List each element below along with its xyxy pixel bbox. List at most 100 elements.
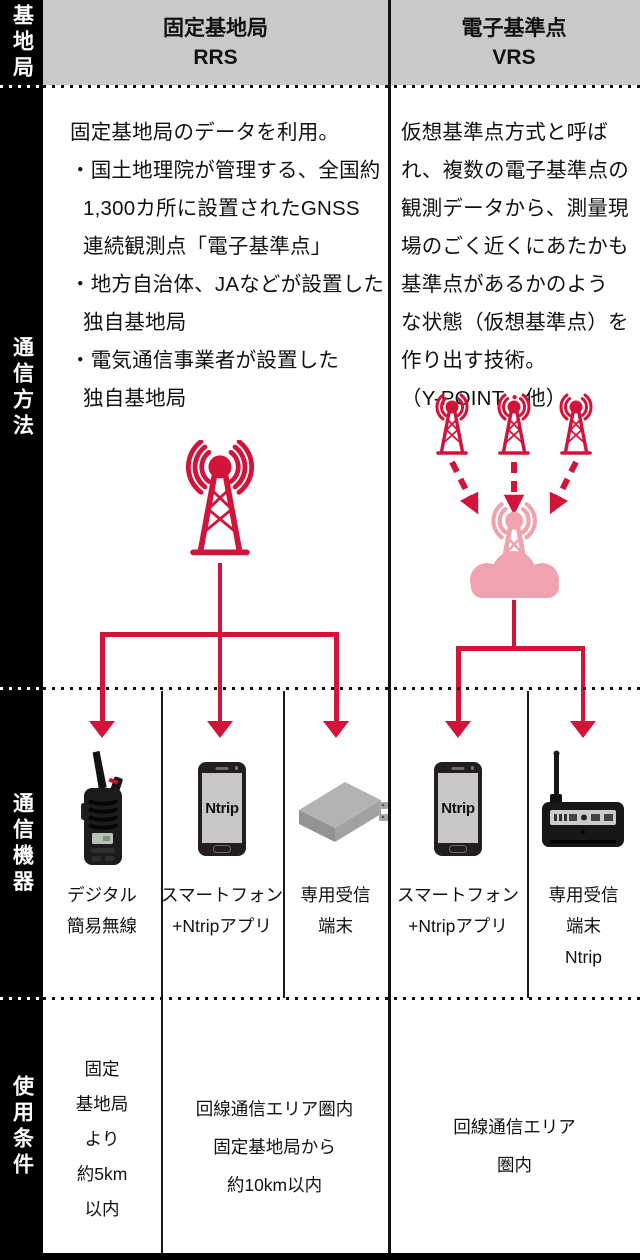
label-line: スマートフォン [161, 885, 283, 905]
text-line: 1,300カ所に設置されたGNSS [83, 197, 360, 220]
condition-rrs-network: 回線通信エリア圏内 固定基地局から 約10km以内 [161, 1090, 388, 1204]
dotted-rule [43, 997, 640, 1000]
label-line: スマートフォン [397, 885, 519, 905]
sub-divider [283, 691, 285, 998]
sub-divider [527, 691, 529, 998]
label-line: 専用受信 [548, 885, 619, 905]
connector-line [511, 600, 516, 650]
bottom-border-bar [0, 1253, 640, 1260]
main-column-divider [388, 0, 391, 1253]
phone-screen: Ntrip [438, 773, 478, 843]
vrs-description: 仮想基準点方式と呼ば れ、複数の電子基準点の 観測データから、測量現 場のごく近… [401, 114, 637, 418]
note-suffix: 他） [525, 387, 567, 410]
small-tower-icon [497, 393, 531, 455]
phone-screen: Ntrip [202, 773, 242, 843]
vrs-code: VRS [492, 45, 536, 69]
device-label-receiver-vrs: 専用受信 端末 Ntrip [527, 880, 640, 973]
condition-rrs-radio: 固定 基地局 より 約5km 以内 [43, 1052, 161, 1227]
arrow-down-icon [217, 632, 222, 722]
ntrip-app-label: Ntrip [441, 799, 475, 817]
smartphone-icon: Ntrip [198, 762, 246, 856]
condition-line: 約5km [76, 1164, 128, 1184]
dotted-rule-sidebar [0, 997, 43, 1000]
rrs-description: 固定基地局のデータを利用。 ・国土地理院が管理する、全国約 1,300カ所に設置… [70, 114, 385, 418]
row-label-text: 使用条件 [10, 1074, 34, 1179]
text-line: な状態（仮想基準点）を [401, 311, 629, 334]
device-label-smartphone-vrs: スマートフォン +Ntripアプリ [389, 880, 527, 942]
text-line: 作り出す技術。 [401, 349, 546, 372]
label-line: 端末 [318, 916, 353, 936]
text-line: 基準点があるかのよう [401, 273, 608, 296]
row-label-comm-device: 通信機器 [0, 690, 43, 998]
row-label-comm-method: 通信方法 [0, 88, 43, 688]
label-line: 端末 [566, 916, 601, 936]
condition-line: 回線通信エリア圏内 [195, 1099, 354, 1119]
phone-speaker [451, 767, 465, 770]
label-line: Ntrip [565, 947, 602, 967]
label-line: 簡易無線 [67, 916, 137, 936]
phone-home-button [449, 845, 467, 853]
arrow-down-icon [334, 632, 339, 722]
dashed-arrow-icon [549, 460, 579, 515]
text-line: ・電気通信事業者が設置した [70, 349, 340, 372]
label-line: デジタル [67, 885, 137, 905]
rrs-title: 固定基地局 [163, 16, 268, 40]
receiver-box-icon [299, 782, 388, 842]
rrs-code: RRS [193, 45, 238, 69]
condition-line: 基地局 [75, 1094, 129, 1114]
small-tower-icon [435, 393, 469, 455]
vrs-network-diagram [435, 393, 593, 598]
vrs-title: 電子基準点 [461, 16, 567, 40]
ntrip-app-label: Ntrip [205, 799, 239, 817]
radio-tower-icon [186, 440, 254, 556]
label-line: +Ntripアプリ [408, 916, 508, 936]
connector-line [217, 563, 222, 636]
arrow-down-icon [580, 646, 585, 722]
column-header-rrs: 固定基地局 RRS [43, 0, 388, 85]
label-line: +Ntripアプリ [172, 916, 272, 936]
device-label-digital-radio: デジタル 簡易無線 [43, 880, 161, 942]
sub-divider [161, 691, 163, 1253]
note-prefix: （Y-POINT [401, 387, 505, 410]
text-line: 連続観測点「電子基準点」 [83, 235, 332, 258]
text-line: ・国土地理院が管理する、全国約 [70, 159, 381, 182]
arrow-down-icon [456, 646, 461, 722]
condition-line: 以内 [84, 1199, 120, 1219]
text-line: 固定基地局のデータを利用。 [70, 121, 340, 144]
condition-line: 圏内 [497, 1155, 532, 1175]
row-label-base-station: 基地局 [0, 0, 43, 86]
condition-line: 回線通信エリア [453, 1117, 576, 1137]
text-line: れ、複数の電子基準点の [401, 159, 629, 182]
device-label-receiver-rrs: 専用受信 端末 [283, 880, 388, 942]
label-line: 専用受信 [300, 885, 371, 905]
dotted-rule [43, 687, 640, 690]
cloud-icon [470, 551, 559, 598]
column-header-vrs: 電子基準点 VRS [388, 0, 640, 85]
text-line: 独自基地局 [83, 311, 187, 334]
phone-camera [470, 766, 474, 770]
small-tower-icon [559, 393, 593, 455]
row-label-text: 通信機器 [10, 792, 34, 896]
digital-radio-icon [81, 750, 123, 865]
ntrip-receiver-icon [542, 750, 624, 847]
row-label-text: 基地局 [10, 4, 34, 82]
condition-line: 固定 [84, 1059, 120, 1079]
dotted-rule-sidebar [0, 687, 43, 690]
row-label-text: 通信方法 [10, 336, 34, 440]
row-label-usage-conditions: 使用条件 [0, 1000, 43, 1253]
text-line: ・地方自治体、JAなどが設置した [70, 273, 385, 296]
condition-line: より [84, 1129, 120, 1149]
text-line: 仮想基準点方式と呼ば [401, 121, 608, 144]
dotted-rule [43, 85, 640, 88]
connector-line [456, 646, 585, 651]
dashed-arrow-icon [449, 460, 479, 515]
device-label-smartphone-rrs: スマートフォン +Ntripアプリ [161, 880, 283, 942]
text-line: 場のごく近くにあたかも [401, 235, 629, 258]
condition-vrs: 回線通信エリア 圏内 [389, 1108, 640, 1184]
dotted-rule-sidebar [0, 85, 43, 88]
arrow-down-icon [100, 632, 105, 722]
smartphone-icon: Ntrip [434, 762, 482, 856]
phone-camera [234, 766, 238, 770]
condition-line: 約10km以内 [226, 1175, 323, 1195]
